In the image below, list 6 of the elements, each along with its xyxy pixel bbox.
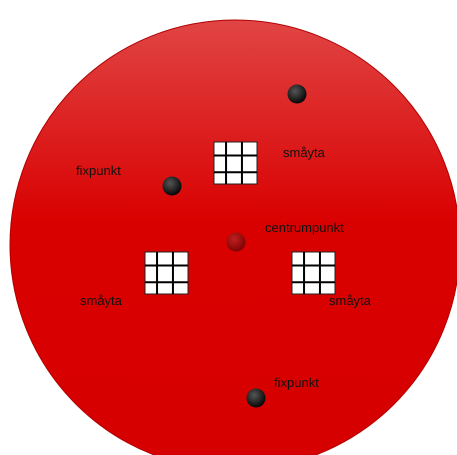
surface-label: småyta: [80, 293, 122, 308]
point-label: fixpunkt: [274, 375, 319, 390]
point-label: centrumpunkt: [265, 220, 344, 235]
surface-label: småyta: [329, 293, 371, 308]
point-label: fixpunkt: [76, 163, 121, 178]
surface-label: småyta: [283, 145, 325, 160]
